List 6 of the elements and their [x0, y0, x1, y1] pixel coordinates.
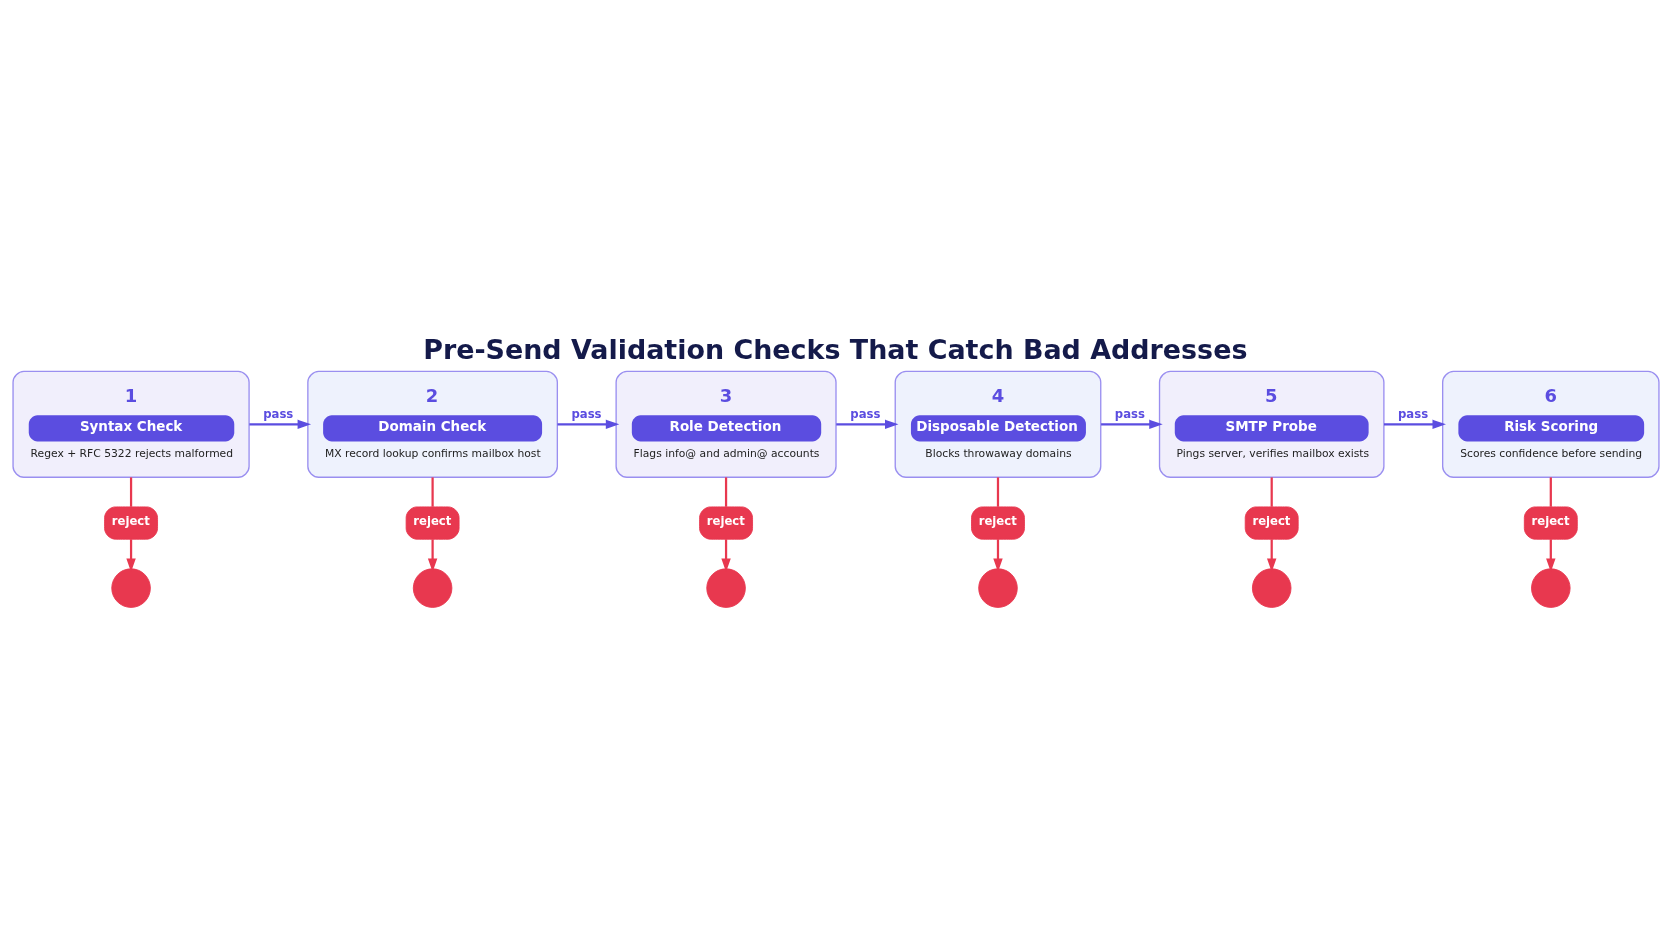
- edge-label: pass: [1398, 406, 1429, 421]
- diagram-title: Pre-Send Validation Checks That Catch Bad Addresses: [423, 333, 1248, 365]
- edge-label: pass: [571, 406, 602, 421]
- edge-label: pass: [263, 406, 294, 421]
- edge-label: pass: [850, 406, 881, 421]
- edge-label: pass: [1114, 406, 1145, 421]
